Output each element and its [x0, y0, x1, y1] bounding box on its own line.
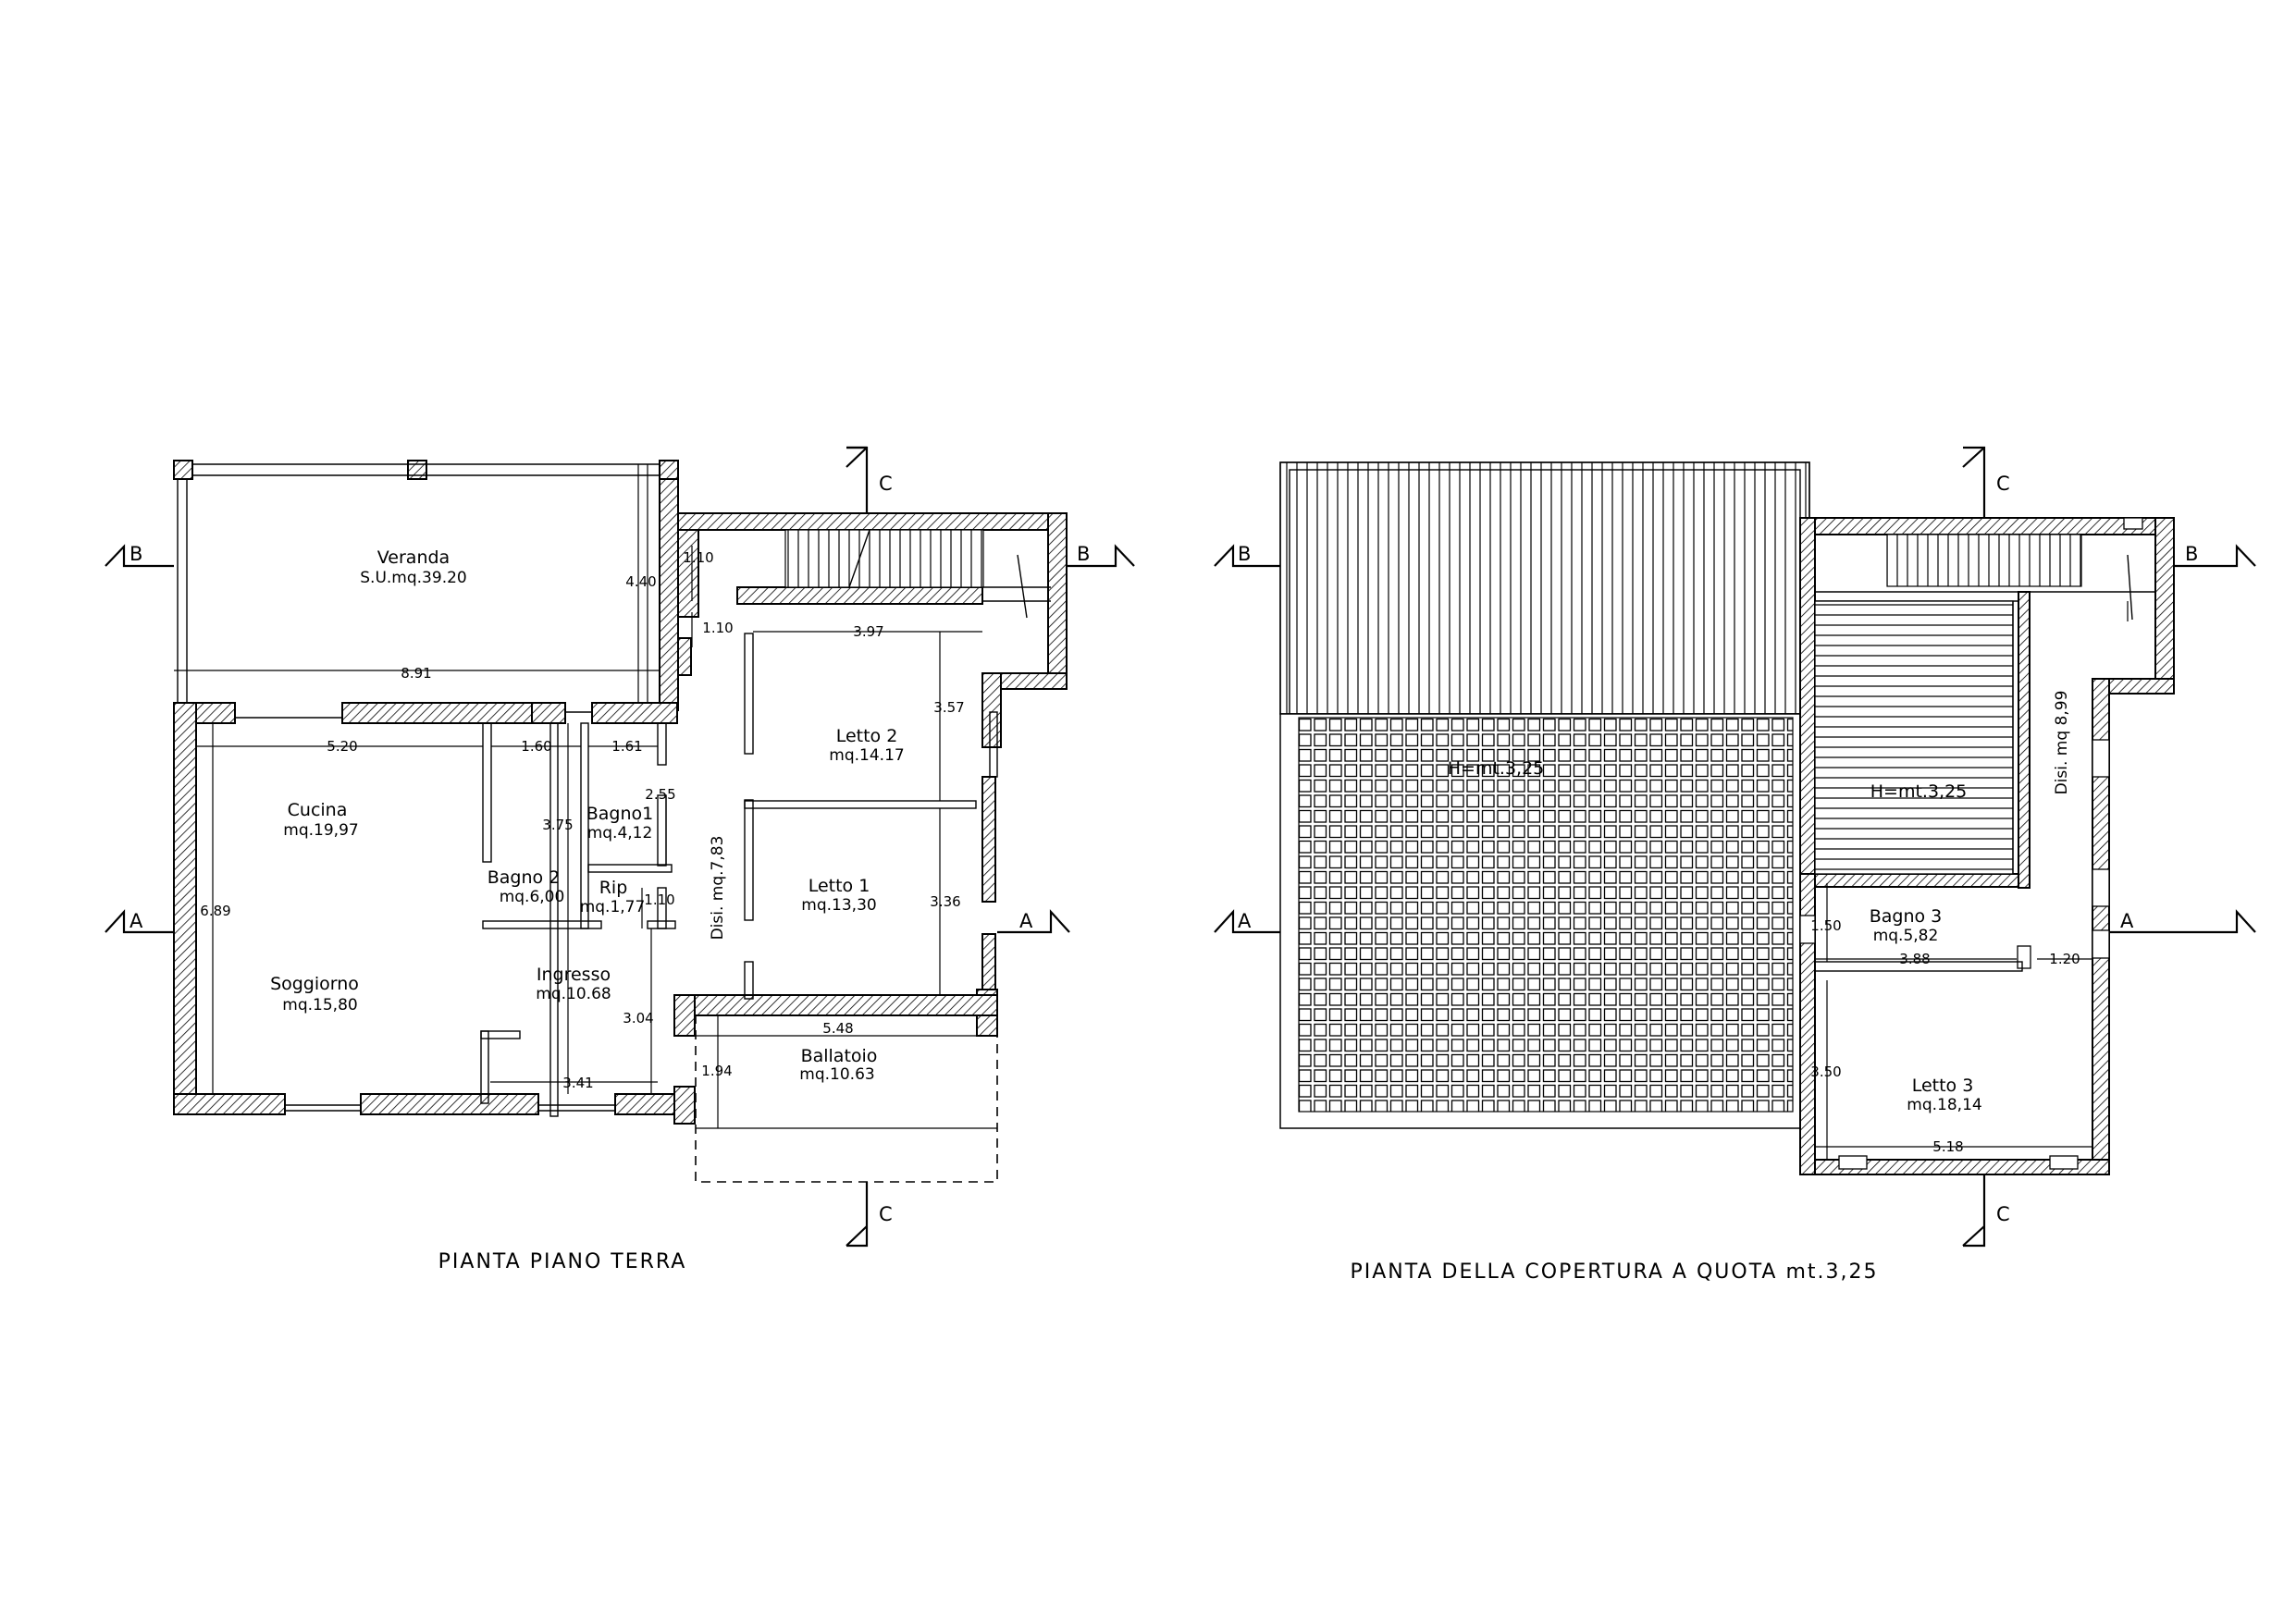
dim-ingresso-width: 3.41: [562, 1075, 593, 1091]
dim-ballatoio-width: 5.48: [822, 1020, 853, 1037]
dim-bagno2-width: 1.60: [521, 738, 551, 755]
dim-letto3-width: 5.18: [1932, 1138, 1963, 1155]
section-a-label-left: A: [130, 910, 143, 932]
bagno2-area: mq.6,00: [500, 888, 565, 906]
disimpegno-label: Disi. mq.7,83: [709, 836, 727, 941]
rip-name: Rip: [599, 878, 628, 898]
dim-bagno1-width: 1.61: [611, 738, 642, 755]
section-a-label-right: A: [1019, 910, 1033, 932]
ground-floor-partitions: [480, 633, 998, 1117]
dim-rip-depth: 1.10: [644, 891, 674, 908]
dim-cucina-width: 5.20: [327, 738, 357, 755]
dim-letto2-width: 3.97: [853, 623, 883, 640]
bagno2-name: Bagno 2: [488, 867, 561, 888]
letto1-area: mq.13,30: [801, 896, 876, 915]
ballatoio-outline: [695, 1014, 998, 1183]
tiled-roof-area: [1298, 717, 1794, 1113]
dim-side-width: 1.20: [2049, 951, 2080, 967]
bagno3-area: mq.5,82: [1873, 927, 1939, 945]
dim-stair-a: 1.10: [683, 549, 713, 566]
dim-stair-b: 1.10: [702, 620, 733, 636]
section-c-label-bottom: C: [879, 1203, 893, 1225]
soggiorno-area: mq.15,80: [282, 996, 357, 1014]
letto3-area: mq.18,14: [1907, 1096, 1981, 1114]
roof-section-c-bottom: C: [1996, 1203, 2010, 1225]
bagno3-name: Bagno 3: [1870, 906, 1943, 927]
letto1-name: Letto 1: [809, 876, 870, 896]
cucina-name: Cucina: [288, 800, 348, 820]
roof-plan-dim-lines: [1814, 601, 2129, 1160]
roof-section-a-left: A: [1238, 910, 1252, 932]
dim-veranda-width: 8.91: [401, 665, 431, 682]
striped-roof-area-2: [1814, 600, 2014, 875]
ground-floor-walls: [173, 512, 1068, 1125]
section-marks-right: B B A A C C: [1214, 446, 2256, 1248]
roof-section-b-left: B: [1238, 543, 1251, 565]
dim-bagno3-width: 3.88: [1899, 951, 1930, 967]
soggiorno-name: Soggiorno: [270, 974, 359, 994]
section-b-label-right: B: [1077, 543, 1090, 565]
veranda-pillar: [659, 460, 679, 480]
dim-total-depth: 6.89: [200, 903, 230, 919]
striped-roof-area: [1279, 461, 1810, 715]
dim-veranda-depth: 4.40: [625, 573, 656, 590]
veranda-pillar: [173, 460, 193, 480]
veranda-name: Veranda: [377, 547, 450, 568]
roof-section-b-right: B: [2185, 543, 2198, 565]
section-marks-left: B B A A C C: [105, 446, 1135, 1248]
roof-plan-walls: [1799, 517, 2175, 1175]
letto3-name: Letto 3: [1912, 1076, 1974, 1096]
dim-bagno3-depth: 1.50: [1810, 917, 1841, 934]
bagno1-area: mq.4,12: [587, 824, 653, 842]
ground-floor-plan: Veranda S.U.mq.39.20 Letto 2 mq.14.17 Cu…: [105, 446, 1135, 1273]
bagno1-name: Bagno1: [586, 804, 654, 824]
roof-section-c-top: C: [1996, 473, 2010, 495]
veranda: [173, 460, 679, 711]
ballatoio-area: mq.10.63: [799, 1065, 874, 1084]
roof-section-a-right: A: [2120, 910, 2134, 932]
ground-floor-stair: [784, 529, 1051, 619]
ingresso-area: mq.10.68: [536, 985, 611, 1003]
ingresso-name: Ingresso: [537, 965, 611, 985]
dim-letto2-depth: 3.57: [933, 699, 964, 716]
roof-plan-stair: [1886, 534, 2082, 587]
roof-disimpegno-label: Disi. mq 8,99: [2053, 691, 2071, 795]
dim-ballatoio-depth: 1.94: [701, 1063, 732, 1079]
section-b-label-left: B: [130, 543, 142, 565]
veranda-area: S.U.mq.39.20: [360, 569, 466, 587]
dim-bagno1-depth: 2.55: [645, 786, 675, 803]
ballatoio-name: Ballatoio: [801, 1046, 878, 1066]
ground-floor-title: PIANTA PIANO TERRA: [438, 1250, 687, 1273]
section-c-label-top: C: [879, 473, 893, 495]
veranda-pillar: [407, 460, 427, 480]
letto2-name: Letto 2: [836, 726, 898, 746]
left-roof-height: H=mt.3,25: [1448, 758, 1545, 779]
dim-ingresso-depth: 3.04: [623, 1010, 653, 1027]
roof-plan-title: PIANTA DELLA COPERTURA A QUOTA mt.3,25: [1350, 1260, 1878, 1284]
rip-area: mq.1,77: [580, 898, 646, 916]
roof-plan: H=mt.3,25 H=mt.3,25 Disi. mq 8,99 Bagno …: [1214, 446, 2256, 1284]
dim-letto3-depth: 3.50: [1810, 1064, 1841, 1080]
cucina-area: mq.19,97: [283, 821, 358, 840]
right-roof-height: H=mt.3,25: [1870, 781, 1968, 802]
ground-floor-dim-lines: [196, 546, 982, 1094]
dim-letto1-depth: 3.36: [930, 893, 960, 910]
dim-bagno2-depth: 3.75: [542, 817, 573, 833]
letto2-area: mq.14.17: [829, 746, 904, 765]
